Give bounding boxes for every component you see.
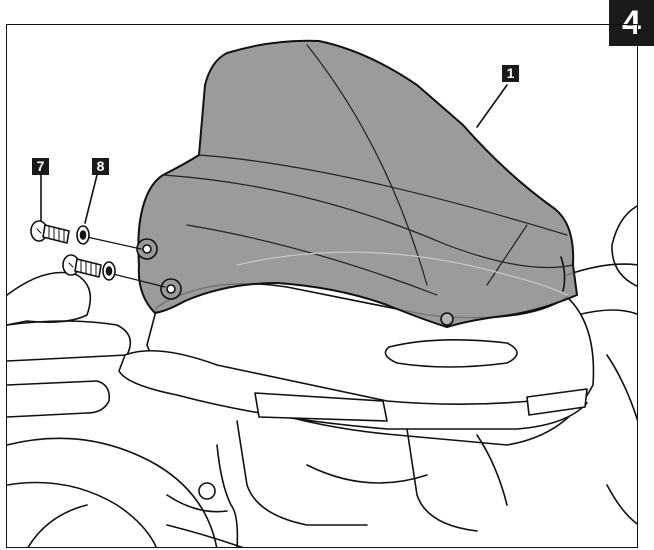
upper-washer (76, 225, 90, 245)
left-handguard-outline (7, 320, 132, 362)
callout-1-leader (476, 84, 508, 128)
right-mirror-outline (611, 205, 637, 287)
fork-clamp-outline (216, 444, 239, 547)
lower-washer (102, 261, 116, 281)
illustration-frame: 1 7 8 (6, 24, 638, 548)
windshield-assembly-illustration (7, 39, 637, 547)
center-rivet (440, 312, 454, 326)
left-mirror-outline (7, 271, 92, 326)
upper-screw (30, 220, 70, 244)
left-tank-curve (7, 437, 218, 547)
right-mesh-vent (526, 388, 588, 416)
clamp-bolt (198, 482, 216, 500)
callout-7-screw: 7 (32, 158, 49, 175)
callout-1-windshield: 1 (502, 65, 519, 82)
callout-8-washer: 8 (92, 158, 109, 175)
lower-bolt-axis (108, 272, 166, 288)
front-cowl (118, 350, 588, 430)
lower-screw (62, 254, 102, 278)
callout-8-leader (84, 174, 98, 224)
windshield (137, 39, 578, 328)
step-number-badge: 4 (609, 0, 654, 46)
upper-bolt-axis (86, 236, 142, 250)
headlight-slot (384, 339, 518, 368)
left-mesh-vent (254, 392, 388, 422)
left-grip-outline (7, 380, 111, 418)
